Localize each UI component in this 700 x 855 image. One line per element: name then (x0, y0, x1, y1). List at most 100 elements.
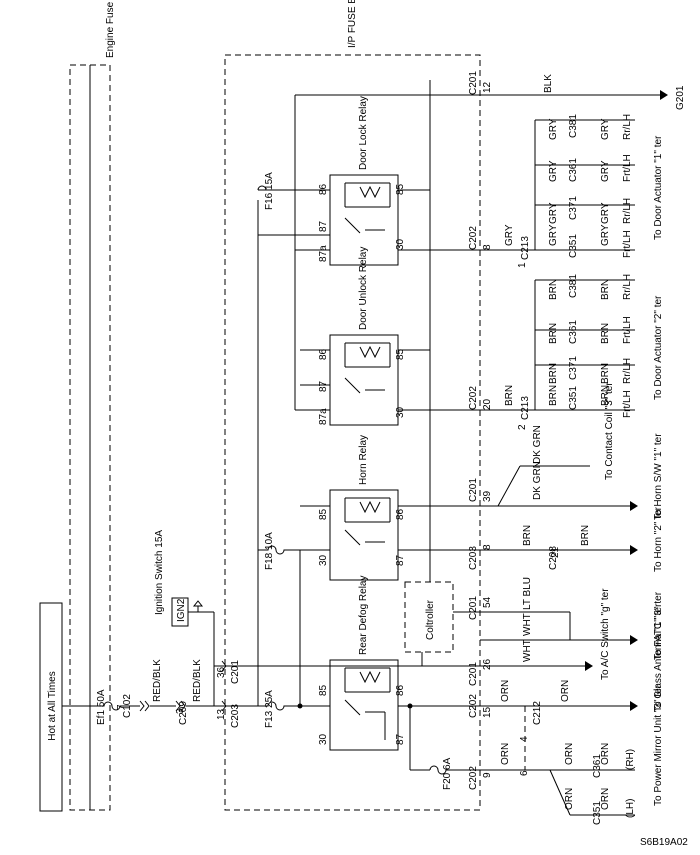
to-door-actuator-2: To Door Actuator "2" ter (653, 295, 664, 400)
wire-brn-horn-1: BRN (522, 525, 533, 546)
ignition-switch-label: Ignition Switch 15A (154, 530, 165, 615)
c102-label: C102 (122, 694, 133, 718)
rear-defog-relay (329, 659, 399, 751)
to-horn-sw: To Horn S/W "1" ter (653, 433, 664, 520)
c371-u: C371 (568, 356, 579, 380)
pin-1a: 1 (517, 262, 528, 268)
wire-gry-l9: GRY (600, 224, 611, 246)
hr-pin-30: 30 (318, 554, 329, 566)
dur-pin-87: 87 (318, 380, 329, 392)
wire-brn-u5: BRN (548, 385, 559, 406)
wire-wht-2: WHT (522, 613, 533, 636)
hr-pin-87: 87 (395, 554, 406, 566)
pin-6: 6 (519, 770, 530, 776)
c201-label-54: C201 (468, 596, 479, 620)
hot-at-all-times-box (39, 602, 63, 812)
c361-l: C361 (568, 158, 579, 182)
f16-label: F16 15A (264, 172, 275, 210)
frt-lh-u2: Frt/LH (622, 390, 633, 418)
c213-unlock: C213 (520, 396, 531, 420)
rdr-pin-86: 86 (395, 684, 406, 696)
to-contact-coil: To Contact Coil "3" ter (604, 382, 615, 480)
dlr-pin-87: 87 (318, 220, 329, 232)
to-horn-2: To Horn "2" ter (653, 506, 664, 572)
wire-gry-l8: GRY (600, 202, 611, 224)
door-unlock-relay-label: Door Unlock Relay (358, 247, 369, 330)
label-lh: (LH) (625, 799, 636, 818)
frt-lh-u1: Frt/LH (622, 316, 633, 344)
wire-orn-4: ORN (564, 743, 575, 765)
rdr-pin-87: 87 (395, 733, 406, 745)
c201-g-label: C201 (468, 71, 479, 95)
rdr-pin-85: 85 (318, 684, 329, 696)
controller-label: Coltroller (425, 599, 436, 640)
wire-brn-horn-2: BRN (580, 525, 591, 546)
to-ac-switch: To A/C Switch "g" ter (600, 588, 611, 680)
dur-pin-86: 86 (318, 348, 329, 360)
f18-label: F18 10A (264, 532, 275, 570)
c202-label-8: C202 (468, 226, 479, 250)
rr-lh-l1: Rr/LH (622, 114, 633, 140)
pin-4: 4 (519, 736, 530, 742)
wire-brn-u1: BRN (504, 385, 515, 406)
rr-lh-u2: Rr/LH (622, 358, 633, 384)
f13-fuse (258, 701, 300, 711)
c361-u: C361 (568, 320, 579, 344)
dur-pin-87a: 87a (318, 408, 329, 425)
c371-l: C371 (568, 196, 579, 220)
ign2-label: IGN2 (176, 598, 187, 622)
wire-red-blk-1: RED/BLK (152, 659, 163, 702)
door-lock-relay-label: Door Lock Relay (358, 96, 369, 170)
hot-at-all-times-label: Hot at All Times (47, 671, 58, 740)
controller-box (404, 581, 454, 653)
ip-fuse-block (224, 54, 481, 811)
c351-u: C351 (568, 386, 579, 410)
to-door-actuator-1: To Door Actuator "1" ter (653, 135, 664, 240)
wire-brn-u7: BRN (600, 323, 611, 344)
c102-pin: 7 (116, 704, 127, 710)
wire-blk: BLK (543, 74, 554, 93)
wire-lt-blu: LT BLU (522, 577, 533, 610)
wire-orn-2: ORN (560, 680, 571, 702)
dur-pin-30: 30 (395, 406, 406, 418)
horn-relay-label: Horn Relay (358, 435, 369, 485)
hr-pin-85: 85 (318, 508, 329, 520)
wire-gry-l4: GRY (548, 202, 559, 224)
door-lock-relay (329, 174, 399, 266)
wire-red-blk-2: RED/BLK (192, 659, 203, 702)
pin-12: 12 (482, 81, 493, 93)
wire-wht-1: WHT (522, 639, 533, 662)
f13-label: F13 25A (264, 690, 275, 728)
c201-label-39: C201 (468, 478, 479, 502)
figure-id: S6B19A02 (640, 837, 688, 848)
pin-8a: 8 (482, 544, 493, 550)
c208-label: C208 (548, 546, 559, 570)
c381-u: C381 (568, 274, 579, 298)
g201-label: G201 (675, 85, 686, 110)
c202-label-20: C202 (468, 386, 479, 410)
pin-26: 26 (482, 658, 493, 670)
wire-dk-grn-1: DK GRN (532, 461, 543, 500)
dlr-pin-87a: 87a (318, 245, 329, 262)
horn-relay (329, 489, 399, 581)
c351-l: C351 (568, 234, 579, 258)
wire-gry-l1: GRY (504, 224, 515, 246)
wire-orn-1: ORN (500, 680, 511, 702)
wire-orn-5: ORN (564, 788, 575, 810)
c212-label: C212 (532, 701, 543, 725)
wire-brn-u9: BRN (600, 385, 611, 406)
pin-2a: 2 (517, 424, 528, 430)
to-power-mirror: To Power Mirror Unit "3" ter (653, 684, 664, 806)
pin-8b: 8 (482, 244, 493, 250)
c201-entry-label: C201 (230, 660, 241, 684)
rear-defog-relay-label: Rear Defog Relay (358, 576, 369, 655)
c351-mirror: C351 (592, 801, 603, 825)
wire-brn-u8: BRN (600, 363, 611, 384)
ef1-label: Ef1 50A (96, 689, 107, 725)
c209-label: C209 (178, 701, 189, 725)
c202-label-2: C202 (468, 766, 479, 790)
to-glass-antenna: To Glass Antenna "1" ter (653, 603, 664, 712)
wire-gry-l3: GRY (548, 160, 559, 182)
wire-brn-u4: BRN (548, 363, 559, 384)
